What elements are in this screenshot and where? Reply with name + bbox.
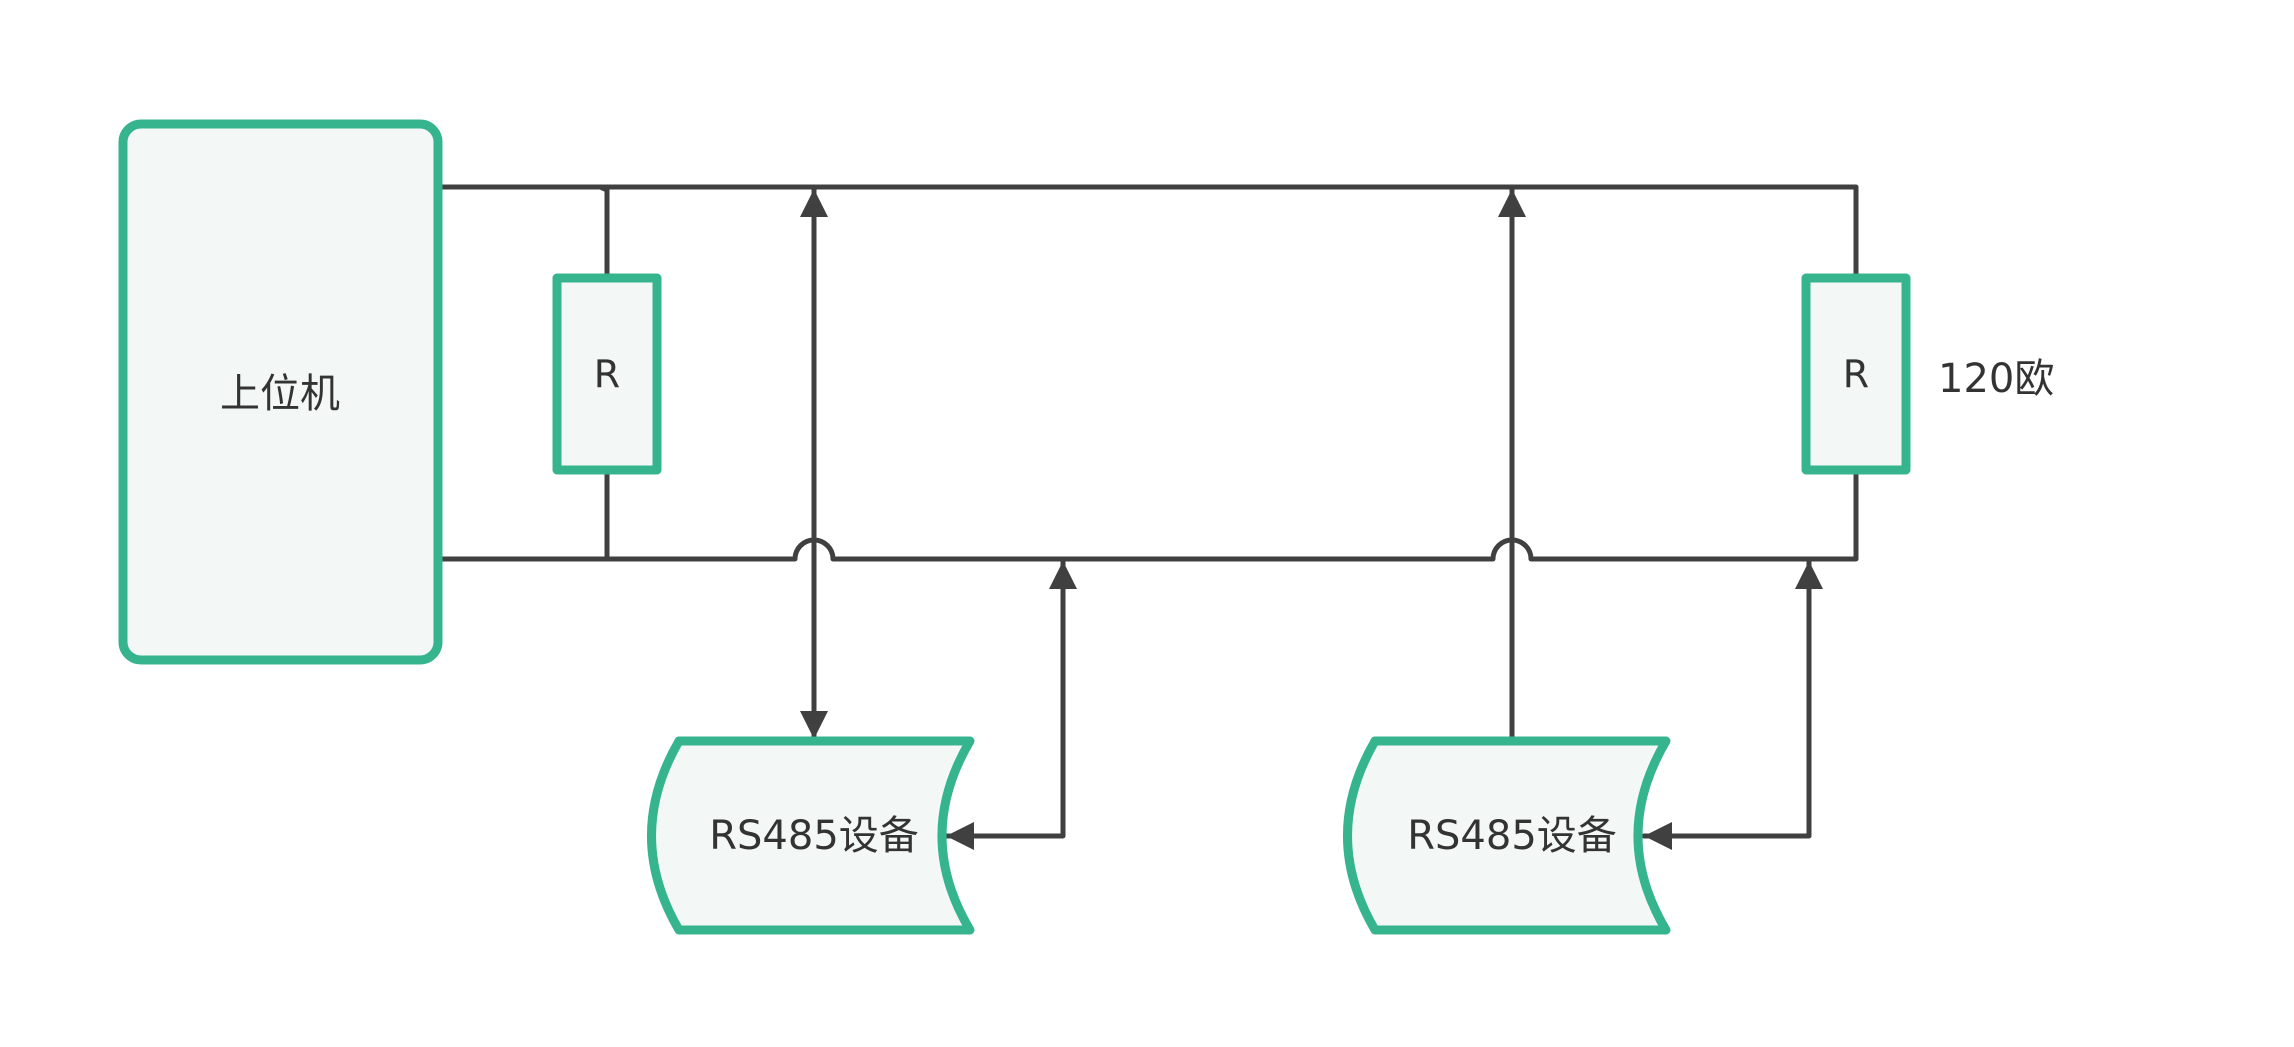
resistor-left-lead-top: [597, 184, 610, 281]
resistor-value-label: 120欧: [1938, 356, 2054, 402]
resistor-right[interactable]: R: [1801, 273, 1911, 475]
device-right-node[interactable]: RS485设备: [1343, 736, 1671, 935]
host-node[interactable]: 上位机: [118, 119, 443, 665]
bus-line-b: [435, 467, 1859, 562]
host-label: 上位机: [220, 371, 340, 417]
resistor-right-label: R: [1843, 353, 1869, 397]
device-right-label: RS485设备: [1407, 813, 1617, 859]
resistor-left-label: R: [594, 353, 620, 397]
device-right-line-b: [1641, 558, 1823, 850]
bus-line-a: [435, 184, 1859, 281]
resistor-left[interactable]: R: [552, 273, 662, 475]
device-left-line-b: [943, 558, 1077, 850]
device-left-node[interactable]: RS485设备: [647, 736, 975, 935]
device-left-label: RS485设备: [709, 813, 919, 859]
